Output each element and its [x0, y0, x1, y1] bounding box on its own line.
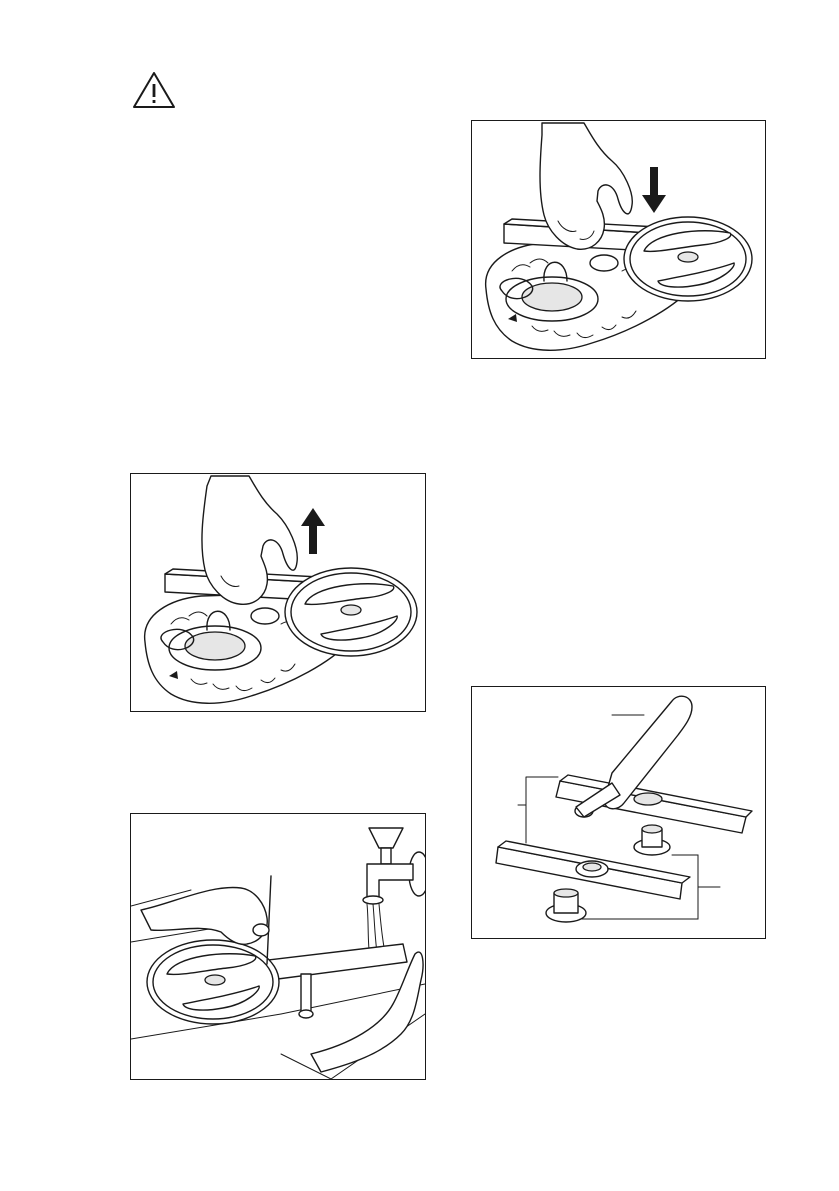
water-tap-icon — [363, 828, 425, 904]
figure-spray-arm-parts — [471, 686, 766, 939]
arrow-up-icon — [301, 508, 325, 554]
warning-triangle-icon — [131, 70, 177, 110]
figure-remove-spray-arm — [130, 473, 426, 712]
arrow-down-icon — [642, 167, 666, 213]
figure-clean-spray-arm — [130, 813, 426, 1080]
figure-insert-spray-arm — [471, 120, 766, 359]
